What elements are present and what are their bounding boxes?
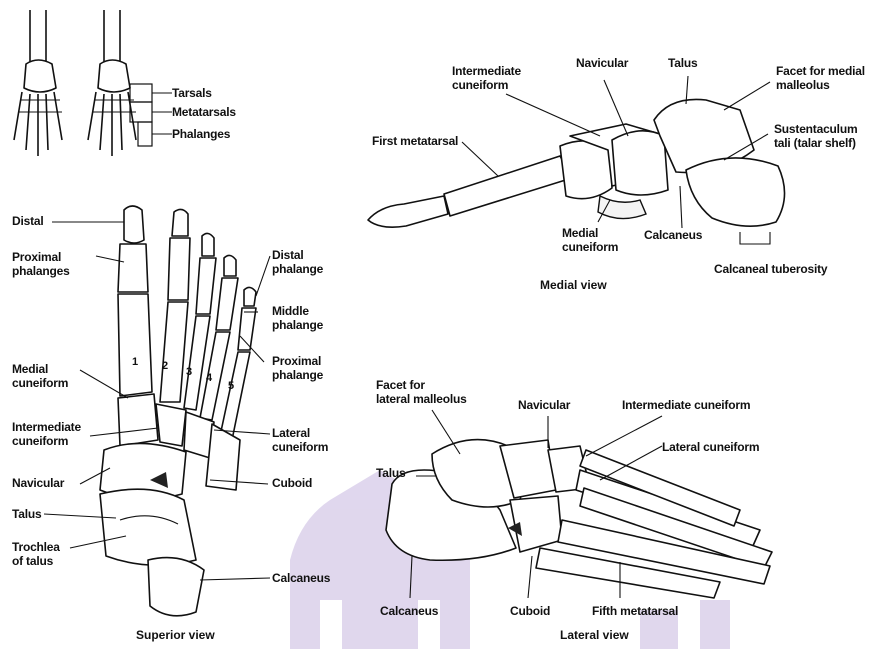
label-lateral-cuneiform-superior: Lateral cuneiform [272, 426, 328, 454]
label-intermediate-cuneiform-medial: Intermediate cuneiform [452, 64, 521, 92]
label-trochlea-of-talus: Trochlea of talus [12, 540, 60, 568]
label-navicular-superior: Navicular [12, 476, 64, 490]
label-sustentaculum-tali: Sustentaculum tali (talar shelf) [774, 122, 857, 150]
label-navicular-lateral: Navicular [518, 398, 570, 412]
label-cuboid-superior: Cuboid [272, 476, 312, 490]
label-lateral-cuneiform-lateral: Lateral cuneiform [662, 440, 759, 454]
digit-number-4: 4 [206, 372, 212, 384]
label-calcaneal-tuberosity: Calcaneal tuberosity [714, 262, 827, 276]
label-proximal-phalange: Proximal phalange [272, 354, 323, 382]
label-distal-phalange: Distal phalange [272, 248, 323, 276]
label-distal: Distal [12, 214, 43, 228]
key-foot-left [14, 10, 62, 156]
label-phalanges: Phalanges [172, 127, 230, 141]
label-calcaneus-medial: Calcaneus [644, 228, 702, 242]
label-proximal-phalanges: Proximal phalanges [12, 250, 70, 278]
label-navicular-medial: Navicular [576, 56, 628, 70]
label-facet-lateral-malleolus: Facet for lateral malleolus [376, 378, 467, 406]
medial-view-foot [368, 99, 785, 244]
label-middle-phalange: Middle phalange [272, 304, 323, 332]
label-talus-medial: Talus [668, 56, 697, 70]
label-medial-cuneiform-medial: Medial cuneiform [562, 226, 618, 254]
digit-number-2: 2 [162, 360, 168, 372]
caption-superior-view: Superior view [136, 628, 215, 642]
label-intermediate-cuneiform-superior: Intermediate cuneiform [12, 420, 81, 448]
label-intermediate-cuneiform-lateral: Intermediate cuneiform [622, 398, 750, 412]
caption-lateral-view: Lateral view [560, 628, 629, 642]
digit-number-1: 1 [132, 356, 138, 368]
label-medial-cuneiform-superior: Medial cuneiform [12, 362, 68, 390]
digit-number-5: 5 [228, 380, 234, 392]
caption-medial-view: Medial view [540, 278, 607, 292]
label-calcaneus-lateral: Calcaneus [380, 604, 438, 618]
label-talus-superior: Talus [12, 507, 41, 521]
label-talus-lateral: Talus [376, 466, 405, 480]
label-metatarsals: Metatarsals [172, 105, 236, 119]
label-calcaneus-superior: Calcaneus [272, 571, 330, 585]
label-fifth-metatarsal: Fifth metatarsal [592, 604, 678, 618]
digit-number-3: 3 [186, 366, 192, 378]
label-tarsals: Tarsals [172, 86, 212, 100]
label-facet-medial-malleolus: Facet for medial malleolus [776, 64, 865, 92]
label-first-metatarsal: First metatarsal [372, 134, 458, 148]
superior-view-foot [100, 206, 256, 616]
label-cuboid-lateral: Cuboid [510, 604, 550, 618]
key-foot-right [88, 10, 172, 156]
